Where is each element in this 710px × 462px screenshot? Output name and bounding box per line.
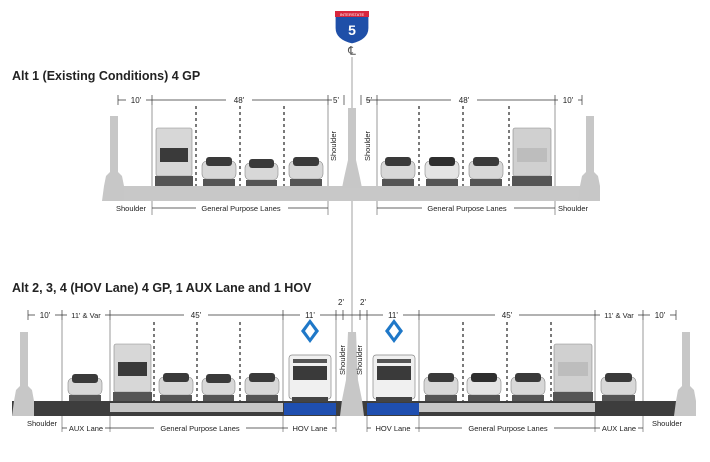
alt1-median-shoulder-right: Shoulder — [363, 130, 372, 161]
alt2-dim-hov-left: 11' — [305, 311, 315, 320]
shield-banner: INTERSTATE — [340, 12, 365, 17]
hov-diamond-left-icon — [301, 319, 319, 343]
alt1-dim-shoulder-left: 10' — [131, 96, 142, 105]
alt1-left-barrier — [102, 116, 124, 201]
shield-number: 5 — [348, 22, 356, 38]
alt1-label-gp-right: General Purpose Lanes — [427, 204, 506, 213]
alt2-dim-gp-right: 45' — [502, 311, 513, 320]
alt1-label-shoulder-right: Shoulder — [558, 204, 589, 213]
alt2-car-2 — [201, 374, 236, 401]
alt2-label-shoulder-left: Shoulder — [27, 419, 58, 428]
alt2-gp-left-strip — [110, 403, 283, 412]
alt2-label-shoulder-right: Shoulder — [652, 419, 683, 428]
alt2-median-barrier — [340, 332, 364, 416]
alt2-dim-hov-right: 11' — [388, 311, 398, 320]
alt1-car-1 — [201, 157, 237, 186]
alt2-label-aux-left: AUX Lane — [69, 424, 103, 433]
alt2-right-barrier — [674, 332, 696, 416]
alt1-label-shoulder-left: Shoulder — [116, 204, 147, 213]
alt1-right-barrier — [578, 116, 600, 201]
alt2-title: Alt 2, 3, 4 (HOV Lane) 4 GP, 1 AUX Lane … — [12, 281, 312, 295]
alt2-truck-right — [553, 343, 593, 401]
alt2-hov-right-strip — [367, 403, 419, 415]
alt1-dim-median-left: 5' — [333, 96, 339, 105]
alt2-label-hov-right: HOV Lane — [375, 424, 410, 433]
alt2-bus-left — [288, 354, 332, 402]
hov-diamond-right-icon — [385, 319, 403, 343]
alt2-gp-right-strip — [419, 403, 595, 412]
alt2-dim-shoulder-left: 10' — [40, 311, 51, 320]
alt2-dim-median-right: 2' — [360, 298, 366, 307]
alt2-label-aux-right: AUX Lane — [602, 424, 636, 433]
alt1-pavement — [104, 186, 598, 201]
alt2-car-4 — [423, 373, 459, 401]
alt2-car-aux-right — [600, 373, 637, 401]
alt2-dim-aux-left: 11' & Var — [71, 311, 101, 320]
alt2-hov-left-strip — [284, 403, 336, 415]
alt1-median-shoulder-left: Shoulder — [329, 130, 338, 161]
alt2-dim-median-left: 2' — [338, 298, 344, 307]
alt2-car-3 — [244, 373, 280, 401]
alt1-dim-shoulder-right: 10' — [563, 96, 574, 105]
centerline-symbol: ℄ — [347, 44, 356, 58]
alt2-label-hov-left: HOV Lane — [292, 424, 327, 433]
alt1-car-2 — [244, 159, 279, 186]
alt2-dim-shoulder-right: 10' — [655, 311, 666, 320]
alt1-label-gp-left: General Purpose Lanes — [201, 204, 280, 213]
alt1-median-barrier — [342, 108, 362, 188]
alt2-car-aux-left — [67, 374, 103, 401]
alt1-car-4 — [380, 157, 416, 186]
alt1-dim-median-right: 5' — [366, 96, 372, 105]
alt1-truck-left — [155, 127, 193, 186]
alt2-section: 10' 11' & Var 45' 11' 2' 2' 11' 45' 11' … — [12, 298, 696, 434]
alt1-truck-right — [512, 127, 552, 186]
alt2-car-1 — [158, 373, 194, 401]
alt2-bus-right — [372, 354, 416, 402]
alt2-dim-aux-right: 11' & Var — [604, 311, 634, 320]
alt2-median-shoulder-left: Shoulder — [338, 344, 347, 375]
alt1-car-3 — [288, 157, 324, 186]
alt1-dim-gp-left: 48' — [234, 96, 245, 105]
alt2-car-6 — [510, 373, 546, 401]
alt2-truck-left — [113, 343, 152, 401]
alt2-car-5 — [466, 373, 502, 401]
alt2-dim-gp-left: 45' — [191, 311, 202, 320]
alt1-car-5 — [424, 157, 460, 186]
alt1-section: 10' 48' 5' 5' 48' 10' Shoulder Shoulder — [102, 94, 600, 215]
interstate-shield-icon: INTERSTATE 5 — [334, 10, 370, 45]
alt2-label-gp-left: General Purpose Lanes — [160, 424, 239, 433]
alt1-title: Alt 1 (Existing Conditions) 4 GP — [12, 69, 201, 83]
alt1-dim-gp-right: 48' — [459, 96, 470, 105]
alt2-left-barrier — [12, 332, 34, 416]
alt2-median-shoulder-right: Shoulder — [355, 344, 364, 375]
alt2-label-gp-right: General Purpose Lanes — [468, 424, 547, 433]
alt1-car-6 — [468, 157, 504, 186]
